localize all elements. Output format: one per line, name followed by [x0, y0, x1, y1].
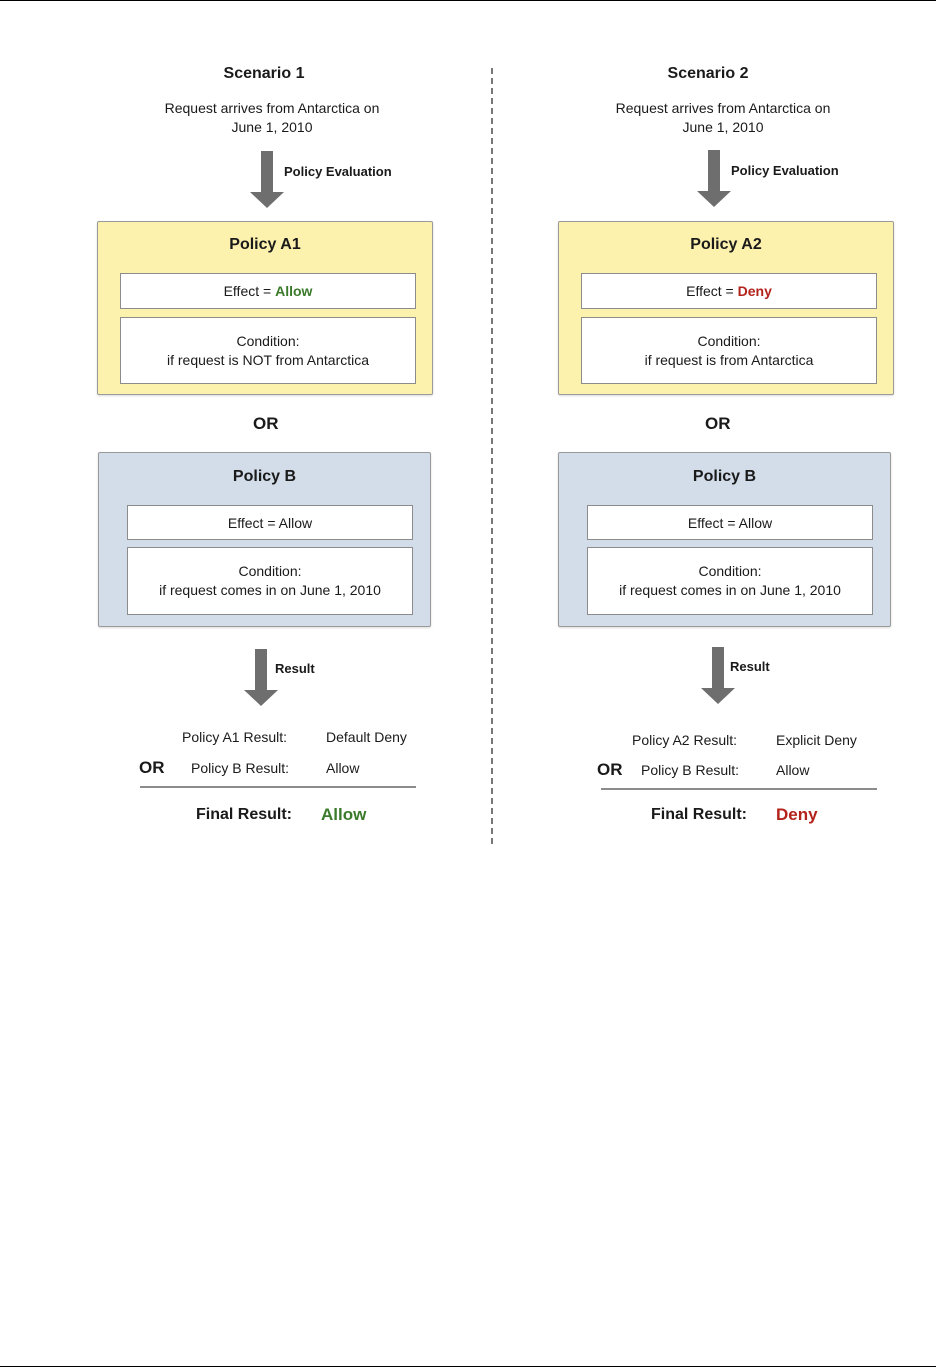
final-result-label: Final Result: [196, 806, 293, 823]
evaluation-arrow-label: Policy Evaluation [731, 163, 839, 178]
condition-label: Condition: [238, 563, 302, 579]
or-label: OR [705, 414, 731, 433]
policy-b-title: Policy B [692, 468, 757, 485]
policy-b-effect: Effect = Allow [587, 505, 873, 540]
policy-a2-box: Policy A2 Effect = Deny Condition: if re… [558, 221, 894, 395]
policy-b-box: Policy B Effect = Allow Condition: if re… [98, 452, 431, 627]
request-line-2: June 1, 2010 [231, 119, 313, 135]
effect-prefix: Effect = [223, 283, 276, 299]
scenario-2-title: Scenario 2 [667, 65, 749, 82]
result-arrow-icon [244, 649, 278, 707]
evaluation-arrow-icon [697, 150, 731, 207]
result-a1-label: Policy A1 Result: [182, 729, 288, 745]
result-a2-label: Policy A2 Result: [632, 732, 738, 748]
result-b-value: Allow [326, 760, 360, 776]
condition-text: if request comes in on June 1, 2010 [159, 582, 381, 598]
condition-text: if request is from Antarctica [644, 351, 814, 368]
policy-a1-box: Policy A1 Effect = Allow Condition: if r… [97, 221, 433, 395]
request-line-1: Request arrives from Antarctica on [164, 100, 380, 116]
result-b-value: Allow [776, 762, 810, 778]
request-line-2: June 1, 2010 [682, 119, 764, 135]
effect-value-deny: Deny [737, 283, 772, 299]
condition-label: Condition: [697, 332, 761, 349]
policy-a2-title: Policy A2 [690, 236, 762, 253]
result-b-label: Policy B Result: [191, 760, 290, 776]
evaluation-arrow-label: Policy Evaluation [284, 164, 392, 179]
final-result-value: Deny [776, 805, 818, 824]
page-bottom-rule [0, 1366, 936, 1367]
effect-prefix: Effect = [686, 283, 738, 299]
policy-b-condition: Condition: if request comes in on June 1… [587, 547, 873, 615]
result-or-label: OR [597, 760, 623, 779]
result-divider [140, 786, 416, 788]
request-line-1: Request arrives from Antarctica on [615, 100, 831, 116]
result-arrow-label: Result [730, 659, 770, 674]
result-a1-value: Default Deny [326, 729, 407, 745]
page-top-rule [0, 0, 936, 1]
policy-b-effect: Effect = Allow [127, 505, 413, 540]
result-b-label: Policy B Result: [641, 762, 740, 778]
policy-a2-effect: Effect = Deny [581, 273, 877, 309]
scenario-divider [491, 68, 493, 844]
result-or-label: OR [139, 758, 165, 777]
policy-b-condition: Condition: if request comes in on June 1… [127, 547, 413, 615]
result-arrow-icon [701, 647, 735, 705]
condition-label: Condition: [698, 563, 762, 579]
scenario-2-request: Request arrives from Antarctica on June … [573, 99, 873, 137]
condition-text: if request is NOT from Antarctica [166, 351, 370, 368]
or-label: OR [253, 414, 279, 433]
policy-a1-title: Policy A1 [229, 236, 301, 253]
result-a2-value: Explicit Deny [776, 732, 857, 748]
policy-b-title: Policy B [232, 468, 297, 485]
final-result-value: Allow [321, 805, 367, 824]
result-divider [601, 788, 877, 790]
effect-value-allow: Allow [275, 283, 313, 299]
scenario-1-request: Request arrives from Antarctica on June … [122, 99, 422, 137]
final-result-label: Final Result: [651, 806, 748, 823]
result-arrow-label: Result [275, 661, 315, 676]
policy-a1-effect: Effect = Allow [120, 273, 416, 309]
policy-b-box: Policy B Effect = Allow Condition: if re… [558, 452, 891, 627]
condition-label: Condition: [236, 332, 300, 349]
scenario-1-title: Scenario 1 [223, 65, 305, 82]
condition-text: if request comes in on June 1, 2010 [619, 582, 841, 598]
policy-a1-condition: Condition: if request is NOT from Antarc… [120, 317, 416, 384]
evaluation-arrow-icon [250, 151, 284, 208]
policy-a2-condition: Condition: if request is from Antarctica [581, 317, 877, 384]
